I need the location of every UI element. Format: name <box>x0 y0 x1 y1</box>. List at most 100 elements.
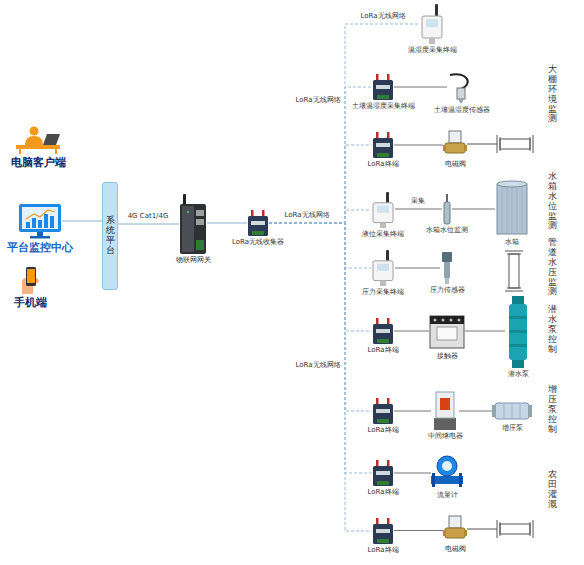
flange <box>432 473 435 487</box>
device-label: 液位采集终端 <box>362 230 404 238</box>
device-body <box>373 138 393 158</box>
laptop <box>43 134 60 145</box>
tank-rib <box>517 186 518 233</box>
device-label: 潜水泵 <box>508 370 529 378</box>
valve-icon <box>443 130 467 158</box>
section-label: 增压泵控制 <box>548 385 557 434</box>
icon-group <box>422 4 442 44</box>
pump-cap <box>512 296 524 304</box>
terminal-block <box>377 481 389 485</box>
tank-body <box>497 184 527 234</box>
pipe-symbol <box>467 135 533 153</box>
device-label <box>376 329 390 333</box>
pc-icon <box>13 126 63 154</box>
whitebox-icon <box>371 250 395 286</box>
pump-body <box>509 304 527 360</box>
icon-group <box>373 318 393 344</box>
platform-box: 系统平台 <box>102 182 118 290</box>
section-label: 潜水泵控制 <box>548 305 557 354</box>
phone-icon <box>19 266 41 294</box>
device-label: 中间继电器 <box>428 432 463 440</box>
monitor-stand <box>37 232 43 236</box>
terminal-block <box>196 240 204 250</box>
device-node: 土壤温湿度采集终端 <box>372 74 394 100</box>
phone-body <box>26 267 36 286</box>
link-label: LoRa无线网络 <box>294 361 341 369</box>
device-node: 增压泵 <box>492 400 532 422</box>
wire-link <box>118 224 179 225</box>
wire <box>467 529 497 530</box>
terminal-block <box>377 95 389 99</box>
wire-link <box>459 411 492 412</box>
contactor-top <box>430 316 464 324</box>
screw <box>442 319 445 322</box>
cable-gland <box>380 281 386 286</box>
device-node: 物联网网关 <box>179 194 207 254</box>
icon-group <box>442 252 452 284</box>
desk-leg <box>55 149 57 154</box>
tank-rib <box>522 186 523 233</box>
tank-top <box>497 181 527 187</box>
device-window <box>377 206 389 213</box>
pipe-flange <box>505 251 523 252</box>
antenna <box>386 250 389 262</box>
pump-end <box>492 405 496 417</box>
icon-group <box>443 131 467 153</box>
tank-rib <box>502 186 503 233</box>
port <box>196 219 204 225</box>
phone-screen <box>27 269 35 283</box>
terminal-block <box>377 539 389 543</box>
device-label: 电磁阀 <box>445 160 466 168</box>
device-node: LoRa终端 <box>372 398 394 424</box>
icon-group <box>430 316 464 348</box>
relay-icon <box>431 390 459 430</box>
device-node: 水箱 <box>495 180 529 236</box>
chart-bar <box>44 214 48 228</box>
lora-icon <box>372 132 394 158</box>
icon-group <box>22 267 39 294</box>
device-label: 压力采集终端 <box>362 288 404 296</box>
pipe-flange <box>500 522 501 536</box>
pipe-flange <box>533 520 534 538</box>
pipe-body <box>500 524 530 534</box>
gateway-face <box>182 206 194 252</box>
device-label: 土壤温湿度采集终端 <box>352 102 415 110</box>
lora-icon <box>372 460 394 486</box>
pipe-flange <box>530 137 531 151</box>
monitor-icon <box>18 203 62 239</box>
link-label: 4G Cat1/4G <box>127 212 170 220</box>
device-node: LoRa终端 <box>372 518 394 544</box>
cable <box>450 74 468 89</box>
device-label: LoRa终端 <box>367 488 398 496</box>
chart-bar <box>26 222 30 228</box>
device-label <box>376 471 390 475</box>
lora-link <box>269 223 372 473</box>
device-node: 电磁阀 <box>443 515 467 543</box>
desk <box>16 145 60 149</box>
led <box>187 211 189 213</box>
device-label: LoRa终端 <box>367 426 398 434</box>
valve-coil <box>449 516 461 528</box>
icon-group <box>434 392 456 430</box>
device-node: 电脑客户端 <box>13 126 63 154</box>
pump-body <box>495 403 529 419</box>
device-body <box>248 216 268 236</box>
pipe-flange <box>500 137 501 151</box>
relay-case <box>436 392 454 418</box>
screw <box>434 319 437 322</box>
pressure-icon <box>440 252 454 284</box>
wire-link <box>62 221 102 222</box>
pump-band <box>509 316 527 319</box>
terminal-block <box>377 419 389 423</box>
whitebox-icon <box>420 4 444 44</box>
lora-icon <box>372 74 394 100</box>
contactor-icon <box>429 312 465 350</box>
wire-link <box>452 209 495 210</box>
pipe-flange <box>530 522 531 536</box>
chart-bar <box>38 220 42 228</box>
valve-port <box>443 530 446 536</box>
pipe-flange <box>507 254 521 255</box>
probe-tip <box>458 99 464 104</box>
valve-port <box>443 145 446 151</box>
device-node: 平台监控中心 <box>18 203 62 239</box>
